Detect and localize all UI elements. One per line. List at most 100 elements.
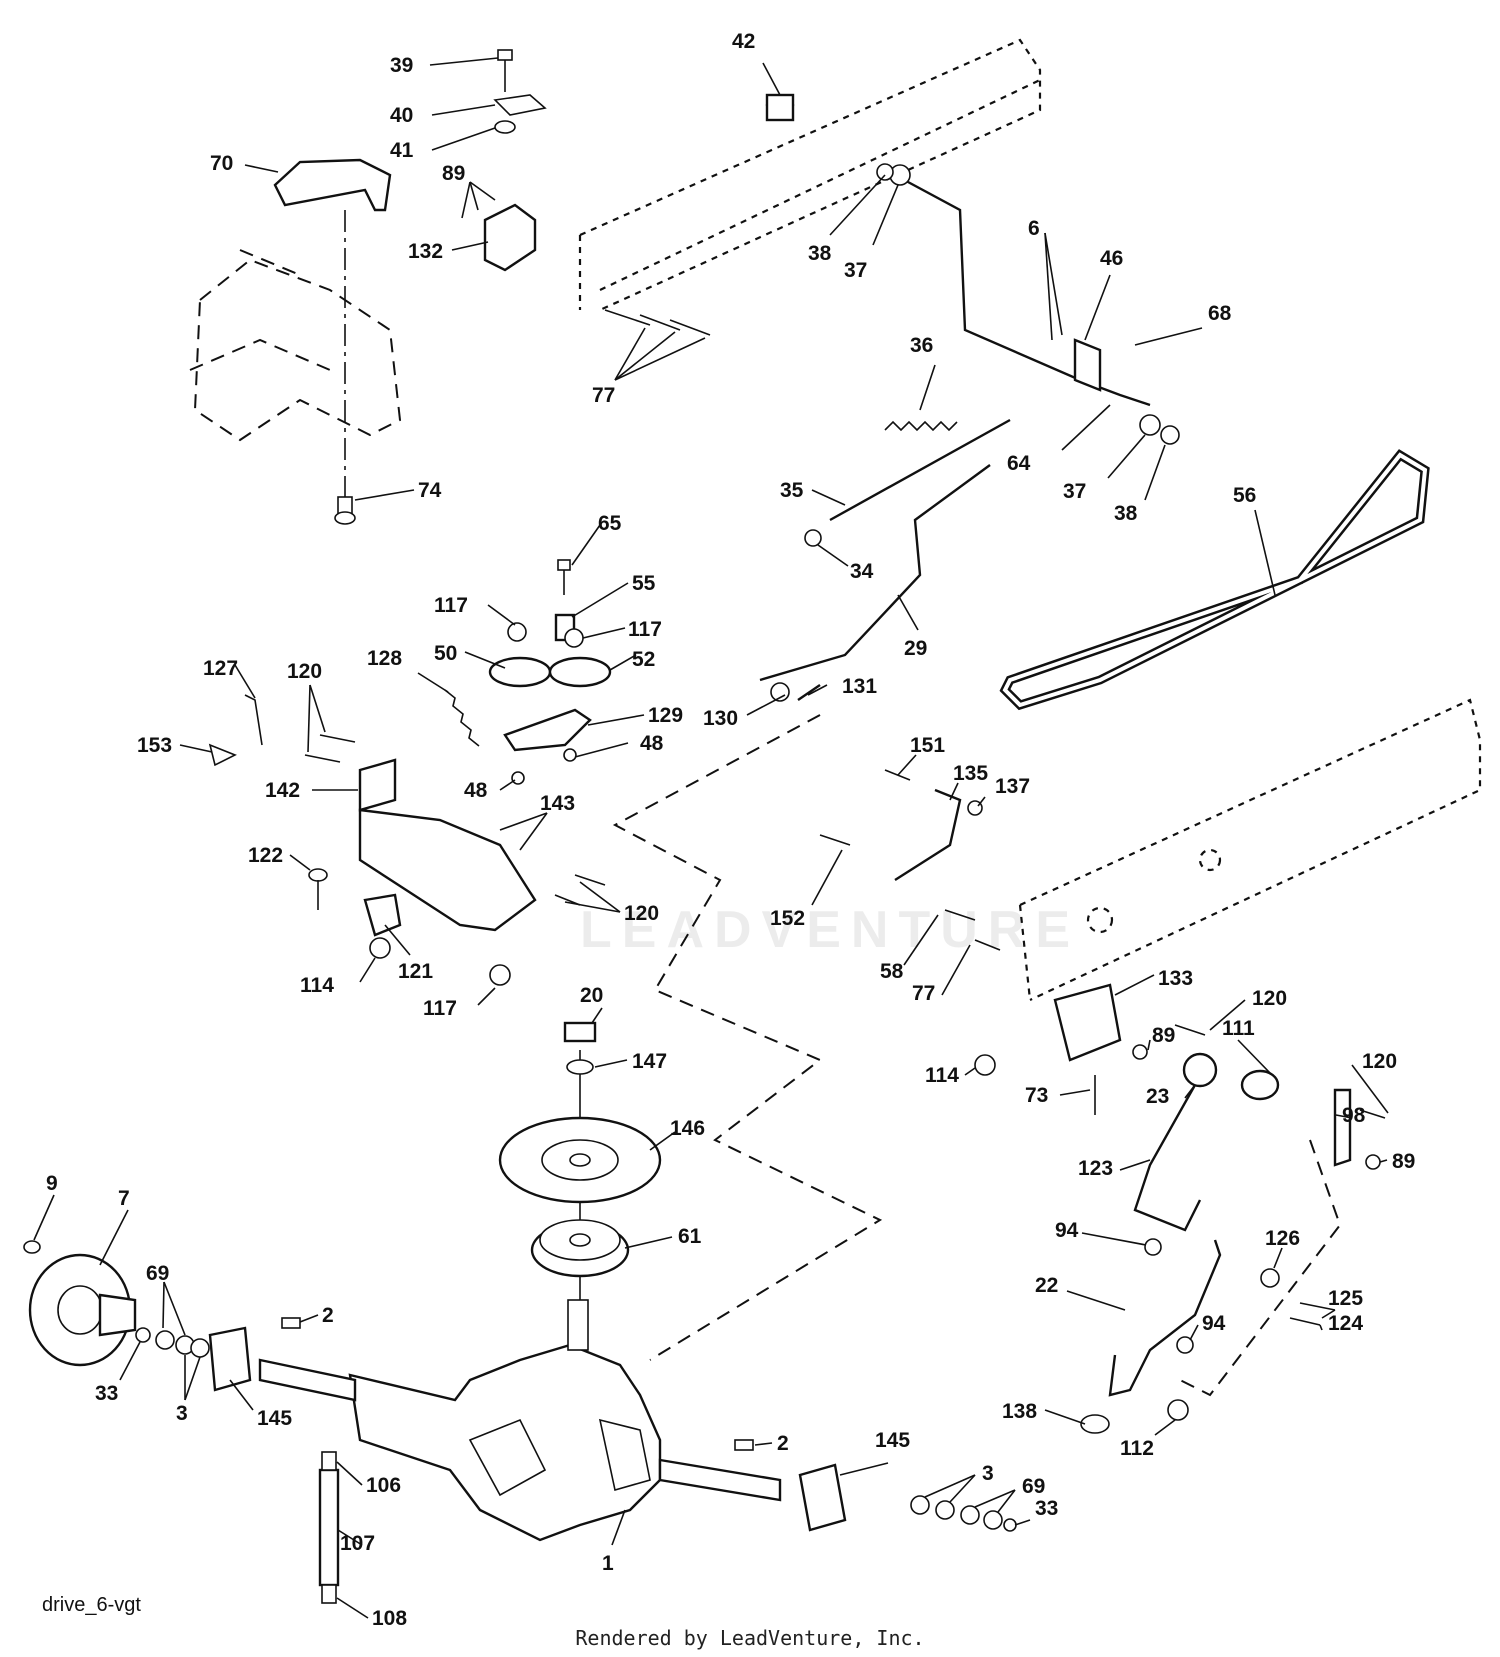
leader-lines xyxy=(33,57,1389,1619)
knob-23 xyxy=(1182,1052,1218,1088)
frame-outline-lever xyxy=(1179,1139,1342,1397)
key-2-left xyxy=(281,1317,301,1329)
link-135 xyxy=(894,788,962,882)
callout-label: 38 xyxy=(1114,502,1138,525)
callout-label: 35 xyxy=(780,479,804,502)
bolts-125-124 xyxy=(1289,1302,1336,1326)
knob-34 xyxy=(804,529,822,547)
arm-22 xyxy=(1108,1239,1222,1397)
callout-label: 89 xyxy=(1152,1024,1175,1047)
bolt-65 xyxy=(557,559,571,595)
clip-40 xyxy=(493,94,547,116)
callout-label: 122 xyxy=(248,844,283,867)
callout-label: 106 xyxy=(366,1474,401,1497)
callout-label: 69 xyxy=(1022,1475,1045,1498)
callout-label: 89 xyxy=(1392,1150,1415,1173)
bracket-98 xyxy=(1333,1088,1352,1167)
nut-114-a xyxy=(369,937,391,959)
axle-right xyxy=(658,1458,782,1502)
callout-label: 130 xyxy=(703,707,738,730)
callout-label: 33 xyxy=(1035,1497,1058,1520)
bolt-58 xyxy=(944,909,976,921)
rod-35 xyxy=(829,418,1011,522)
bolt-151 xyxy=(884,769,911,781)
rod-107 xyxy=(318,1451,340,1604)
nut-89-b xyxy=(1365,1154,1381,1170)
bracket-46 xyxy=(1073,338,1102,392)
washer-138 xyxy=(1080,1414,1110,1434)
nut-38-lower xyxy=(1160,425,1180,445)
bolt-39 xyxy=(497,49,513,92)
callout-label: 133 xyxy=(1158,967,1193,990)
callout-label: 65 xyxy=(598,512,622,535)
callout-label: 3 xyxy=(176,1402,188,1425)
callout-label: 117 xyxy=(423,997,457,1020)
callout-label: 58 xyxy=(880,960,904,983)
plate-142 xyxy=(358,758,397,812)
lever-123 xyxy=(1133,1084,1202,1232)
callout-label: 132 xyxy=(408,240,443,263)
callout-label: 152 xyxy=(770,907,805,930)
callout-label: 117 xyxy=(434,594,468,617)
callout-label: 112 xyxy=(1120,1437,1154,1460)
bolt-122 xyxy=(308,868,328,910)
callout-labels: 39 40 41 42 70 89 132 77 38 37 6 46 68 3… xyxy=(46,30,1415,1630)
callout-label: 22 xyxy=(1035,1274,1058,1297)
bolt-94-b xyxy=(1176,1336,1194,1354)
callout-label: 50 xyxy=(434,642,457,665)
spring-36 xyxy=(884,420,958,432)
cover-70 xyxy=(273,158,392,212)
callout-label: 64 xyxy=(1007,452,1031,475)
callout-label: 120 xyxy=(624,902,659,925)
callout-label: 147 xyxy=(632,1050,667,1073)
lower-frame-rail xyxy=(1018,698,1482,1001)
callout-label: 107 xyxy=(340,1532,375,1555)
drive-belt xyxy=(999,449,1430,711)
callout-label: 125 xyxy=(1328,1287,1363,1310)
belt-path-outline xyxy=(612,714,883,1361)
callout-label: 138 xyxy=(1002,1400,1037,1423)
axle-left xyxy=(258,1358,357,1402)
callout-label: 114 xyxy=(300,974,334,997)
bracket-143 xyxy=(358,808,537,932)
fender-outline xyxy=(189,249,402,442)
bolt-120-d xyxy=(1359,1109,1386,1119)
callout-label: 56 xyxy=(1233,484,1256,507)
callout-label: 131 xyxy=(842,675,877,698)
callout-label: 77 xyxy=(912,982,935,1005)
callout-label: 128 xyxy=(367,647,402,670)
callout-label: 46 xyxy=(1100,247,1123,270)
pin-127 xyxy=(244,694,263,746)
callout-label: 137 xyxy=(995,775,1030,798)
callout-label: 1 xyxy=(602,1552,614,1575)
callout-label: 52 xyxy=(632,648,655,671)
clip-153 xyxy=(208,743,237,767)
callout-label: 94 xyxy=(1202,1312,1226,1335)
callout-label: 121 xyxy=(398,960,433,983)
washers-right xyxy=(910,1495,1017,1532)
bolt-94-a xyxy=(1144,1238,1162,1256)
callout-label: 74 xyxy=(418,479,442,502)
callout-label: 3 xyxy=(982,1462,994,1485)
callout-label: 9 xyxy=(46,1172,58,1195)
callout-label: 37 xyxy=(844,259,867,282)
callout-label: 145 xyxy=(257,1407,292,1430)
callout-label: 127 xyxy=(203,657,238,680)
bolt-9 xyxy=(23,1240,41,1254)
nut-48-a xyxy=(511,771,525,785)
pulley-52 xyxy=(548,656,612,688)
washer-130 xyxy=(770,682,790,702)
callout-label: 48 xyxy=(464,779,488,802)
callout-label: 68 xyxy=(1208,302,1232,325)
nut-41 xyxy=(494,120,516,134)
callout-label: 89 xyxy=(442,162,465,185)
callout-label: 42 xyxy=(732,30,755,53)
bracket-145-right xyxy=(798,1463,847,1532)
nut-89-a xyxy=(1132,1044,1148,1060)
bolt-152 xyxy=(819,834,851,846)
callout-label: 48 xyxy=(640,732,664,755)
watermark-text: LEADVENTURE xyxy=(580,901,1081,959)
callout-label: 33 xyxy=(95,1382,118,1405)
callout-label: 2 xyxy=(777,1432,789,1455)
